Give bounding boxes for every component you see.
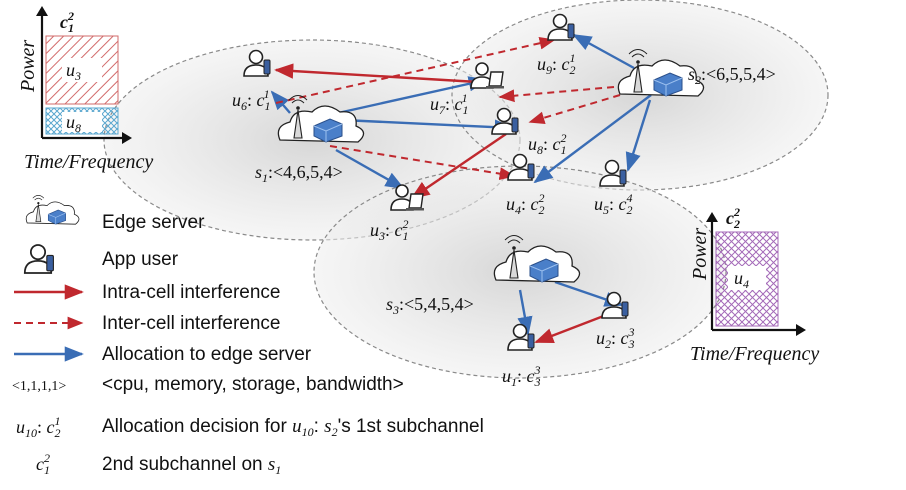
user-label-u7: u7: c11 <box>430 91 468 117</box>
inter-s2-u8 <box>528 94 621 124</box>
legend-edge-server: Edge server <box>102 212 205 233</box>
legend-inter: Inter-cell interference <box>102 313 280 334</box>
server-label-s3: s3:<5,4,5,4> <box>386 294 474 317</box>
alloc-u4-s2 <box>533 94 652 184</box>
alloc-u8-s1 <box>341 118 514 135</box>
block-u8-label: u8 <box>66 112 81 135</box>
chart-left: Power c12 u3 u8 Time/Frequency <box>17 6 153 173</box>
chart-left-title: c12 <box>60 9 74 35</box>
alloc-u5-s2 <box>625 99 652 172</box>
server-label-s2: s2:<6,5,5,4> <box>688 64 776 87</box>
legend-app-user: App user <box>102 249 179 270</box>
intra-u7-u6 <box>274 63 479 84</box>
user-label-u2: u2: c33 <box>596 325 635 351</box>
alloc-u7-s1 <box>337 76 488 115</box>
legend-decision-symbol: u10: c21 <box>16 414 61 440</box>
user-label-u8: u8: c12 <box>528 131 567 157</box>
alloc-u3-s1 <box>335 148 405 190</box>
chart-right-ylabel: Power <box>689 228 711 281</box>
legend-subchannel-desc: 2nd subchannel on s1 <box>102 454 281 477</box>
chart-right-title: c22 <box>726 205 740 231</box>
legend-alloc: Allocation to edge server <box>102 344 312 365</box>
legend: Edge server App user Intra-cell interfer… <box>12 194 484 477</box>
legend-vector-desc: <cpu, memory, storage, bandwidth> <box>102 374 404 395</box>
links <box>270 33 652 344</box>
user-label-u3: u3: c12 <box>370 217 409 243</box>
legend-decision-desc: Allocation decision for u10: s2's 1st su… <box>102 416 484 439</box>
legend-intra: Intra-cell interference <box>102 282 280 303</box>
alloc-u1-s3 <box>517 289 533 336</box>
intra-u2-u1 <box>534 310 615 344</box>
chart-right: Power c22 u4 Time/Frequency <box>689 205 819 365</box>
user-label-u1: u1: c33 <box>502 363 541 389</box>
server-label-s1: s1:<4,6,5,4> <box>255 162 343 185</box>
user-label-u5: u5: c24 <box>594 191 633 217</box>
block-u3-label: u3 <box>66 60 81 83</box>
alloc-u9-s2 <box>572 33 635 70</box>
legend-subchannel-symbol: c12 <box>36 451 50 477</box>
user-label-u4: u4: c22 <box>506 191 545 217</box>
block-u4-label: u4 <box>734 268 749 291</box>
legend-edge-server-icon <box>25 194 80 225</box>
chart-left-xlabel: Time/Frequency <box>24 151 153 173</box>
user-label-u9: u9: c21 <box>537 51 576 77</box>
chart-left-ylabel: Power <box>17 40 39 93</box>
legend-vector-example: <1,1,1,1> <box>12 379 66 394</box>
chart-right-xlabel: Time/Frequency <box>690 343 819 365</box>
legend-app-user-icon <box>23 244 55 274</box>
user-label-u6: u6: c11 <box>232 87 270 113</box>
intra-u8-u3 <box>410 133 507 200</box>
